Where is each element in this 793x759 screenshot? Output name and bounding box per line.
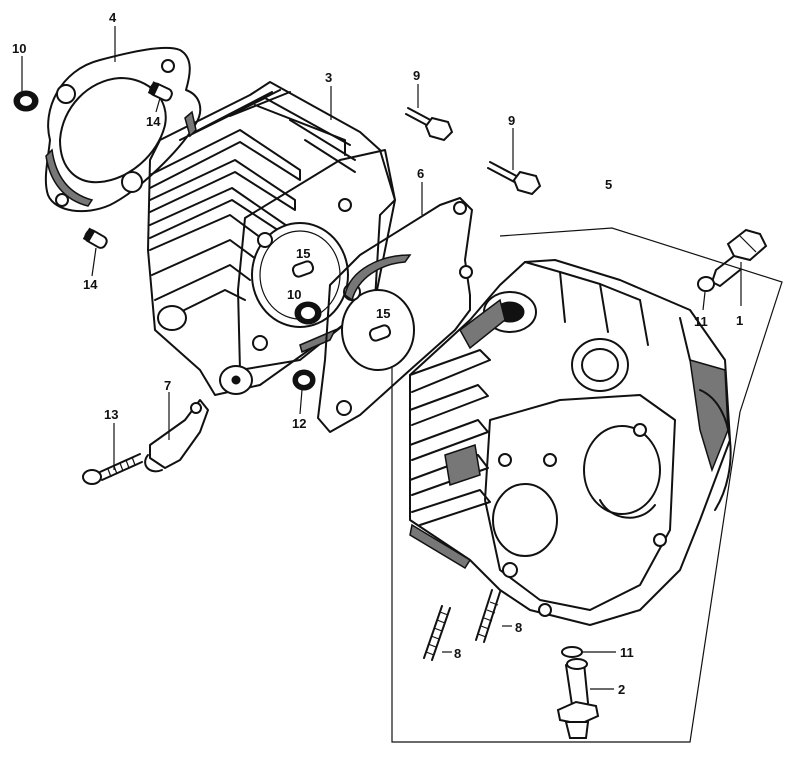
part-2-bolt (556, 658, 600, 739)
callout-8-left: 8 (454, 646, 461, 661)
callout-labels: 1 2 3 4 5 6 7 8 8 9 9 10 10 11 11 12 13 … (12, 10, 743, 697)
callout-9-lower: 9 (508, 113, 515, 128)
part-14-dowel-pin-upper (147, 81, 173, 102)
part-12-o-ring (292, 369, 316, 391)
callout-11-lower: 11 (620, 645, 634, 660)
part-3-cylinder (147, 81, 396, 396)
callout-11-upper: 11 (694, 314, 708, 329)
part-8-stud-right (475, 589, 501, 643)
part-8-stud-left (423, 605, 451, 661)
assembly-5-bracket (391, 227, 783, 743)
callout-10-left: 10 (12, 41, 26, 56)
callout-14-upper: 14 (146, 114, 161, 129)
callout-15-cylinder: 15 (296, 246, 310, 261)
part-5-cylinder-head (409, 259, 732, 626)
part-13-screw (82, 453, 143, 485)
callout-2: 2 (618, 682, 625, 697)
leader-lines (21, 26, 742, 690)
part-9-bolt-upper (405, 107, 454, 142)
callout-10-cylinder: 10 (287, 287, 301, 302)
callout-5: 5 (605, 177, 612, 192)
callout-13: 13 (104, 407, 118, 422)
part-10-washer (13, 90, 39, 112)
callout-15-gasket: 15 (376, 306, 390, 321)
callout-14-lower: 14 (83, 277, 98, 292)
part-1-stud-bolt (711, 228, 768, 287)
part-11-ring-lower (561, 646, 583, 658)
part-11-ring-upper (697, 276, 715, 292)
part-7-bracket (144, 399, 209, 473)
callout-7: 7 (164, 378, 171, 393)
callout-9-upper: 9 (413, 68, 420, 83)
part-14-dowel-pin-lower (82, 227, 108, 249)
part-6-head-gasket (317, 197, 473, 433)
callout-3: 3 (325, 70, 332, 85)
callout-12: 12 (292, 416, 306, 431)
callout-1: 1 (736, 313, 743, 328)
part-4-gasket (44, 46, 202, 213)
callout-4: 4 (109, 10, 117, 25)
callout-6: 6 (417, 166, 424, 181)
part-9-bolt-lower (487, 161, 542, 196)
callout-8-right: 8 (515, 620, 522, 635)
